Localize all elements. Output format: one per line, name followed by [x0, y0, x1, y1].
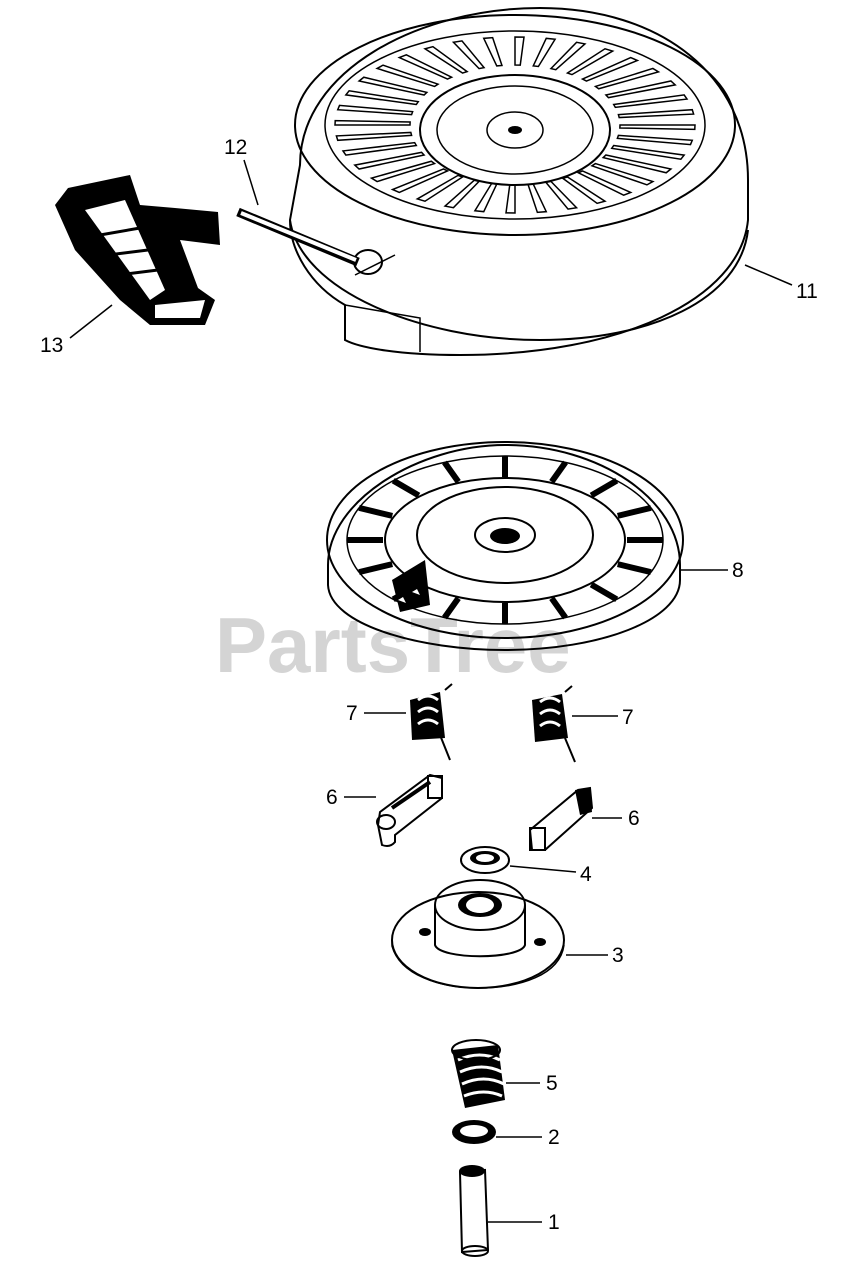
leader-lines [69, 159, 793, 1223]
pin-part[interactable] [458, 1165, 490, 1257]
callout-12: 12 [224, 136, 247, 159]
callout-3: 3 [612, 944, 624, 967]
pawl-spring-left-part[interactable] [410, 683, 453, 761]
small-washer-part[interactable] [452, 1120, 496, 1144]
pawl-spring-right-part[interactable] [532, 685, 576, 763]
pawl-right-part[interactable] [528, 786, 594, 851]
starter-housing-part[interactable] [288, 6, 749, 357]
callout-4: 4 [580, 863, 592, 886]
callout-labels: 1 2 3 4 5 6 6 7 7 8 11 12 13 [40, 136, 818, 1234]
pawl-left-part[interactable] [376, 773, 443, 847]
starter-handle-part[interactable] [55, 175, 220, 325]
watermark: PartsTree [215, 601, 571, 689]
callout-6-right: 6 [628, 807, 640, 830]
callout-7-left: 7 [346, 702, 358, 725]
callout-11: 11 [796, 280, 818, 303]
retainer-plate-part[interactable] [391, 879, 565, 989]
callout-5: 5 [546, 1072, 558, 1095]
callout-6-left: 6 [326, 786, 338, 809]
washer-part[interactable] [460, 846, 510, 874]
callout-13: 13 [40, 334, 63, 357]
callout-2: 2 [548, 1126, 560, 1149]
callout-8: 8 [732, 559, 744, 582]
pulley-part[interactable] [326, 441, 684, 652]
starter-rope-part[interactable] [236, 207, 360, 267]
callout-7-right: 7 [622, 706, 634, 729]
callout-1: 1 [548, 1211, 560, 1234]
compression-spring-part[interactable] [451, 1039, 505, 1108]
